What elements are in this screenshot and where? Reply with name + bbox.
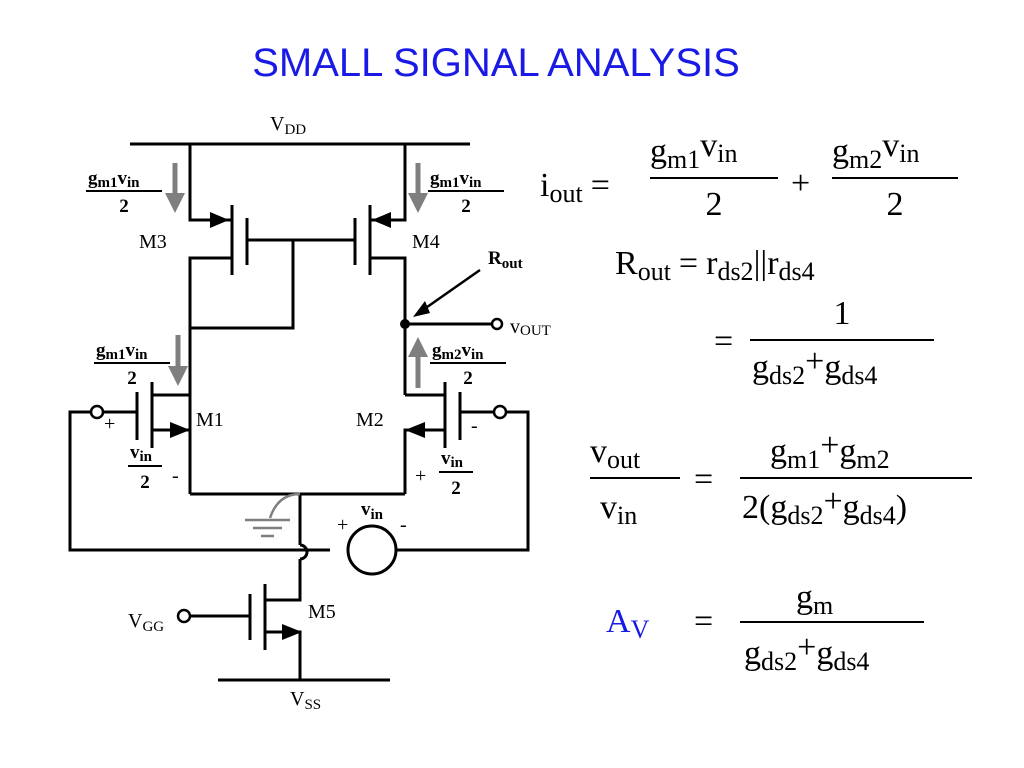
m2-gate-minus: - — [471, 415, 478, 437]
svg-text:gm1vin: gm1vin — [650, 127, 737, 174]
svg-text:2: 2 — [127, 368, 137, 389]
vgg-label: VGG — [128, 610, 164, 635]
current-arrow-m1 — [168, 335, 188, 386]
page-title: SMALL SIGNAL ANALYSIS — [252, 41, 740, 85]
transistor-m4 — [353, 144, 407, 395]
svg-text:vin: vin — [600, 489, 637, 530]
svg-text:vout: vout — [590, 433, 641, 474]
svg-text:gds2+gds4: gds2+gds4 — [752, 343, 877, 390]
rout-pointer — [419, 268, 481, 314]
current-arrow-m4 — [408, 163, 428, 213]
label-m4: M4 — [412, 231, 440, 253]
svg-text:AV: AV — [606, 603, 650, 644]
m1-source-minus: - — [172, 465, 179, 487]
rout-pointer-head — [413, 301, 430, 317]
rout-label: Rout — [488, 248, 523, 272]
vin-source-minus: - — [400, 514, 407, 536]
vdd-label: VDD — [270, 113, 306, 138]
output-node — [400, 319, 410, 329]
svg-text:=: = — [714, 323, 733, 360]
equation-av: AV = gm gds2+gds4 — [606, 579, 924, 676]
current-label-m1: gm1vin 2 — [94, 340, 170, 389]
current-label-m2: gm2vin 2 — [430, 340, 506, 389]
vout-label: vOUT — [510, 316, 551, 339]
svg-text:=: = — [694, 461, 713, 498]
svg-text:vin: vin — [130, 442, 153, 465]
label-m3: M3 — [139, 231, 167, 253]
label-m5: M5 — [308, 601, 336, 623]
transistor-m1 — [68, 382, 330, 552]
svg-text:gm2vin: gm2vin — [432, 340, 484, 363]
vout-terminal — [490, 317, 504, 331]
equation-rout-fraction: = 1 gds2+gds4 — [714, 295, 934, 390]
svg-text:2: 2 — [463, 368, 473, 389]
svg-text:gm2vin: gm2vin — [832, 127, 919, 174]
equation-iout: iout= gm1vin 2 + gm2vin 2 — [540, 127, 958, 223]
label-m2: M2 — [356, 409, 384, 431]
ground-symbol — [245, 492, 301, 538]
svg-text:Rout=rds2||rds4: Rout=rds2||rds4 — [615, 245, 815, 286]
equation-gain: vout vin = gm1+gm2 2(gds2+gds4) — [590, 427, 972, 530]
m1-gate-plus: + — [104, 413, 115, 435]
svg-text:+: + — [791, 165, 810, 202]
diode-connection — [190, 240, 295, 330]
current-label-m4: gm1vin 2 — [428, 168, 504, 217]
vss-label: VSS — [290, 688, 321, 713]
svg-text:2: 2 — [461, 196, 471, 217]
svg-text:1: 1 — [834, 295, 851, 332]
svg-text:2: 2 — [887, 186, 904, 223]
transistor-m3 — [188, 144, 249, 494]
label-m1: M1 — [196, 409, 224, 431]
vin-source-plus: + — [337, 514, 348, 536]
equation-rout: Rout=rds2||rds4 — [615, 245, 815, 286]
svg-text:gm: gm — [796, 579, 833, 620]
m2-source-plus: + — [415, 465, 426, 487]
current-arrow-m2 — [408, 337, 428, 388]
vin-source — [346, 524, 398, 576]
svg-text:gm1+gm2: gm1+gm2 — [770, 427, 890, 474]
svg-text:gds2+gds4: gds2+gds4 — [744, 629, 869, 676]
current-arrow-m3 — [165, 163, 185, 213]
svg-text:2: 2 — [706, 186, 723, 223]
svg-text:gm1vin: gm1vin — [96, 340, 148, 363]
svg-text:vin: vin — [441, 448, 464, 471]
svg-text:2: 2 — [140, 472, 150, 493]
svg-text:gm1vin: gm1vin — [430, 168, 482, 191]
current-label-m3: gm1vin 2 — [86, 168, 162, 217]
svg-text:=: = — [694, 603, 713, 640]
vin-half-label-m1: vin 2 — [128, 442, 162, 493]
transistor-m5 — [176, 494, 309, 680]
vin-source-label: vin — [361, 499, 384, 523]
vin-half-label-m2: vin 2 — [439, 448, 473, 499]
svg-text:2: 2 — [119, 196, 129, 217]
transistor-m2 — [397, 382, 530, 552]
svg-text:2: 2 — [451, 478, 461, 499]
svg-text:gm1vin: gm1vin — [88, 168, 140, 191]
svg-text:iout=: iout= — [540, 167, 610, 208]
svg-text:2(gds2+gds4): 2(gds2+gds4) — [742, 483, 907, 530]
